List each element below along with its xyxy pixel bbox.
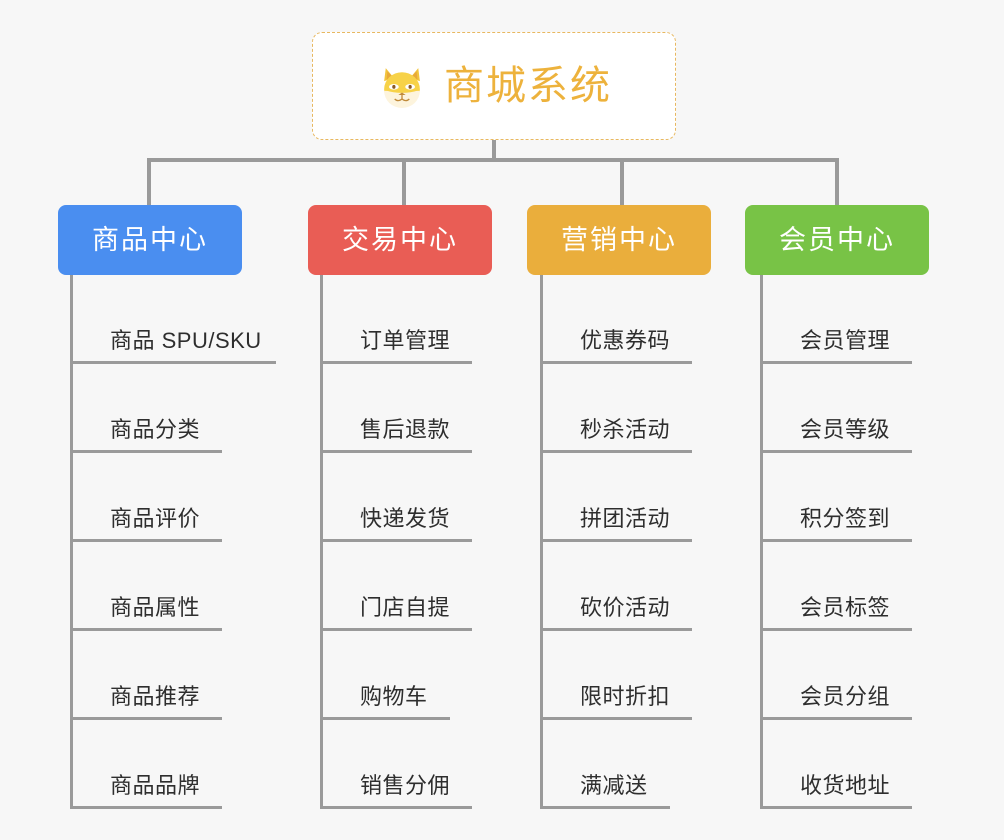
leaf-item[interactable]: 限时折扣 (540, 631, 692, 720)
leaf-label: 商品 SPU/SKU (110, 328, 262, 353)
leaf-label: 商品推荐 (110, 684, 201, 709)
leaf-rule (320, 450, 472, 453)
leaf-label: 快递发货 (360, 506, 451, 531)
leaf-item[interactable]: 快递发货 (320, 453, 472, 542)
leaf-item[interactable]: 会员管理 (760, 275, 912, 364)
category-label: 营销中心 (561, 224, 677, 255)
leaf-rule (70, 717, 222, 720)
category-label: 会员中心 (779, 224, 895, 255)
leaf-label: 会员管理 (800, 328, 891, 353)
leaf-item[interactable]: 会员分组 (760, 631, 912, 720)
leaf-column-会员中心: 会员管理 会员等级 积分签到 会员标签 会员分组 收货地址 (760, 275, 912, 809)
category-box-商品中心[interactable]: 商品中心 (58, 205, 242, 275)
leaf-item[interactable]: 商品推荐 (70, 631, 262, 720)
leaf-label: 售后退款 (360, 417, 451, 442)
leaf-item[interactable]: 砍价活动 (540, 542, 692, 631)
leaf-item[interactable]: 商品 SPU/SKU (70, 275, 276, 364)
leaf-rule (540, 361, 692, 364)
leaf-item[interactable]: 门店自提 (320, 542, 472, 631)
leaf-column-商品中心: 商品 SPU/SKU 商品分类 商品评价 商品属性 商品推荐 商品品牌 (70, 275, 276, 809)
leaf-rule (320, 539, 472, 542)
leaf-label: 优惠券码 (580, 328, 671, 353)
category-box-营销中心[interactable]: 营销中心 (527, 205, 711, 275)
leaf-rule (760, 539, 912, 542)
leaf-rule (760, 628, 912, 631)
leaf-rule (760, 361, 912, 364)
leaf-rule (540, 450, 692, 453)
leaf-item[interactable]: 销售分佣 (320, 720, 472, 809)
leaf-rule (70, 361, 276, 364)
leaf-spine (760, 275, 763, 809)
leaf-item[interactable]: 商品分类 (70, 364, 262, 453)
connector-root-stem (492, 140, 496, 162)
leaf-rule (70, 450, 222, 453)
leaf-label: 订单管理 (360, 328, 451, 353)
leaf-item[interactable]: 商品评价 (70, 453, 262, 542)
leaf-label: 砍价活动 (580, 595, 671, 620)
leaf-item[interactable]: 秒杀活动 (540, 364, 692, 453)
leaf-spine (540, 275, 543, 809)
leaf-label: 购物车 (360, 684, 428, 709)
leaf-item[interactable]: 优惠券码 (540, 275, 692, 364)
leaf-item[interactable]: 满减送 (540, 720, 670, 809)
leaf-column-交易中心: 订单管理 售后退款 快递发货 门店自提 购物车 销售分佣 (320, 275, 472, 809)
root-node[interactable]: 商城系统 (312, 32, 676, 140)
leaf-column-营销中心: 优惠券码 秒杀活动 拼团活动 砍价活动 限时折扣 满减送 (540, 275, 692, 809)
leaf-label: 商品评价 (110, 506, 201, 531)
connector-drop-2 (402, 158, 406, 206)
leaf-item[interactable]: 商品品牌 (70, 720, 262, 809)
leaf-label: 会员分组 (800, 684, 891, 709)
leaf-rule (320, 628, 472, 631)
connector-drop-3 (620, 158, 624, 206)
leaf-item[interactable]: 会员等级 (760, 364, 912, 453)
leaf-rule (320, 717, 450, 720)
leaf-label: 商品属性 (110, 595, 201, 620)
category-box-会员中心[interactable]: 会员中心 (745, 205, 929, 275)
leaf-label: 满减送 (580, 773, 648, 798)
leaf-rule (320, 806, 472, 809)
category-label: 交易中心 (342, 224, 458, 255)
leaf-label: 商品分类 (110, 417, 201, 442)
leaf-rule (70, 628, 222, 631)
category-label: 商品中心 (92, 224, 208, 255)
leaf-label: 收货地址 (800, 773, 891, 798)
leaf-rule (760, 717, 912, 720)
root-title: 商城系统 (444, 64, 612, 108)
leaf-label: 积分签到 (800, 506, 891, 531)
connector-drop-4 (835, 158, 839, 206)
leaf-item[interactable]: 购物车 (320, 631, 450, 720)
leaf-rule (760, 450, 912, 453)
leaf-rule (540, 806, 670, 809)
leaf-spine (70, 275, 73, 809)
connector-bus (147, 158, 839, 162)
leaf-spine (320, 275, 323, 809)
leaf-rule (70, 806, 222, 809)
leaf-label: 限时折扣 (580, 684, 671, 709)
leaf-label: 会员标签 (800, 595, 891, 620)
leaf-label: 拼团活动 (580, 506, 671, 531)
leaf-rule (540, 628, 692, 631)
connector-drop-1 (147, 158, 151, 206)
leaf-item[interactable]: 收货地址 (760, 720, 912, 809)
leaf-rule (70, 539, 222, 542)
leaf-label: 门店自提 (360, 595, 451, 620)
leaf-item[interactable]: 拼团活动 (540, 453, 692, 542)
leaf-item[interactable]: 售后退款 (320, 364, 472, 453)
leaf-item[interactable]: 会员标签 (760, 542, 912, 631)
leaf-item[interactable]: 商品属性 (70, 542, 262, 631)
leaf-label: 销售分佣 (360, 773, 451, 798)
leaf-rule (540, 717, 692, 720)
shiba-dog-icon (384, 68, 420, 108)
leaf-rule (540, 539, 692, 542)
leaf-rule (760, 806, 912, 809)
leaf-item[interactable]: 积分签到 (760, 453, 912, 542)
leaf-label: 商品品牌 (110, 773, 201, 798)
leaf-item[interactable]: 订单管理 (320, 275, 472, 364)
leaf-label: 秒杀活动 (580, 417, 671, 442)
leaf-label: 会员等级 (800, 417, 891, 442)
category-box-交易中心[interactable]: 交易中心 (308, 205, 492, 275)
leaf-rule (320, 361, 472, 364)
